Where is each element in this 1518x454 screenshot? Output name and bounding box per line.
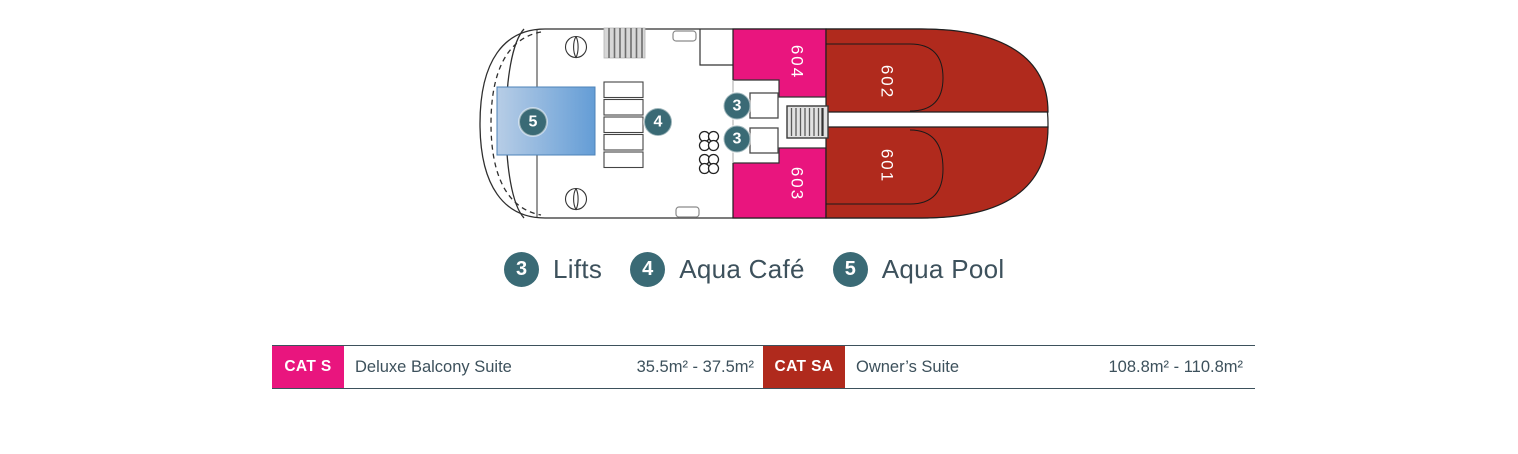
- cat-sa-row: Owner’s Suite 108.8m² - 110.8m²: [845, 346, 1255, 388]
- lift-marker: 3: [722, 91, 752, 121]
- category-name: Owner’s Suite: [856, 357, 960, 376]
- cabin-601-inner-wall: [826, 129, 944, 205]
- marker-number: 4: [654, 114, 663, 131]
- cat-s-badge: CAT S: [272, 346, 344, 388]
- category-name: Deluxe Balcony Suite: [355, 357, 512, 376]
- legend-label: Aqua Café: [679, 254, 805, 284]
- cabin-603-label: 603: [788, 167, 807, 201]
- lift-shaft: [749, 92, 779, 119]
- category-size: 108.8m² - 110.8m²: [1108, 357, 1244, 376]
- cabin-601-area: [825, 126, 1049, 219]
- cabin-602-inner-wall: [826, 43, 944, 112]
- lifts-number-icon: 3: [504, 252, 539, 287]
- cabin-601-label: 601: [878, 149, 897, 183]
- aqua-pool-number-icon: 5: [832, 252, 868, 287]
- category-table: CAT S Deluxe Balcony Suite 35.5m² - 37.5…: [272, 345, 1255, 389]
- aqua-cafe-marker: 4: [643, 107, 673, 137]
- aqua-cafe-number-icon: 4: [630, 252, 666, 287]
- bench-icon: [675, 206, 700, 218]
- legend-item-aqua-pool: 5 Aqua Pool: [832, 252, 1005, 287]
- lift-marker: 3: [722, 124, 752, 154]
- dining-table-icon: [698, 153, 720, 175]
- marker-number: 3: [733, 131, 742, 148]
- lift-lobby-wall: [733, 79, 826, 98]
- cat-s-row: Deluxe Balcony Suite 35.5m² - 37.5m²: [344, 346, 763, 388]
- round-table-icon: [564, 35, 588, 59]
- room-outline: [699, 29, 733, 66]
- cabin-604-label: 604: [788, 45, 807, 79]
- marker-number: 3: [733, 98, 742, 115]
- aqua-pool-marker: 5: [518, 107, 548, 137]
- lounger-rows: [603, 81, 644, 169]
- cat-sa-badge: CAT SA: [763, 346, 845, 388]
- deck-legend: 3 Lifts 4 Aqua Café 5 Aqua Pool: [504, 252, 1004, 287]
- lift-shaft: [749, 127, 779, 154]
- deck-plan-diagram: 5 4 3 3 604 603 602 601: [479, 27, 1049, 219]
- cabin-602-label: 602: [878, 65, 897, 99]
- stairs-grille-icon: [603, 27, 646, 59]
- cabin-602-area: [825, 28, 1049, 113]
- legend-label: Lifts: [553, 254, 603, 284]
- bench-icon: [672, 30, 697, 42]
- elevator-grille-icon: [786, 105, 829, 139]
- lift-lobby-wall: [733, 147, 826, 164]
- legend-item-aqua-cafe: 4 Aqua Café: [630, 252, 805, 287]
- round-table-icon: [564, 187, 588, 211]
- marker-number: 5: [529, 114, 538, 131]
- dining-table-icon: [698, 130, 720, 152]
- legend-label: Aqua Pool: [881, 254, 1005, 284]
- category-size: 35.5m² - 37.5m²: [636, 357, 754, 376]
- legend-item-lifts: 3 Lifts: [504, 252, 602, 287]
